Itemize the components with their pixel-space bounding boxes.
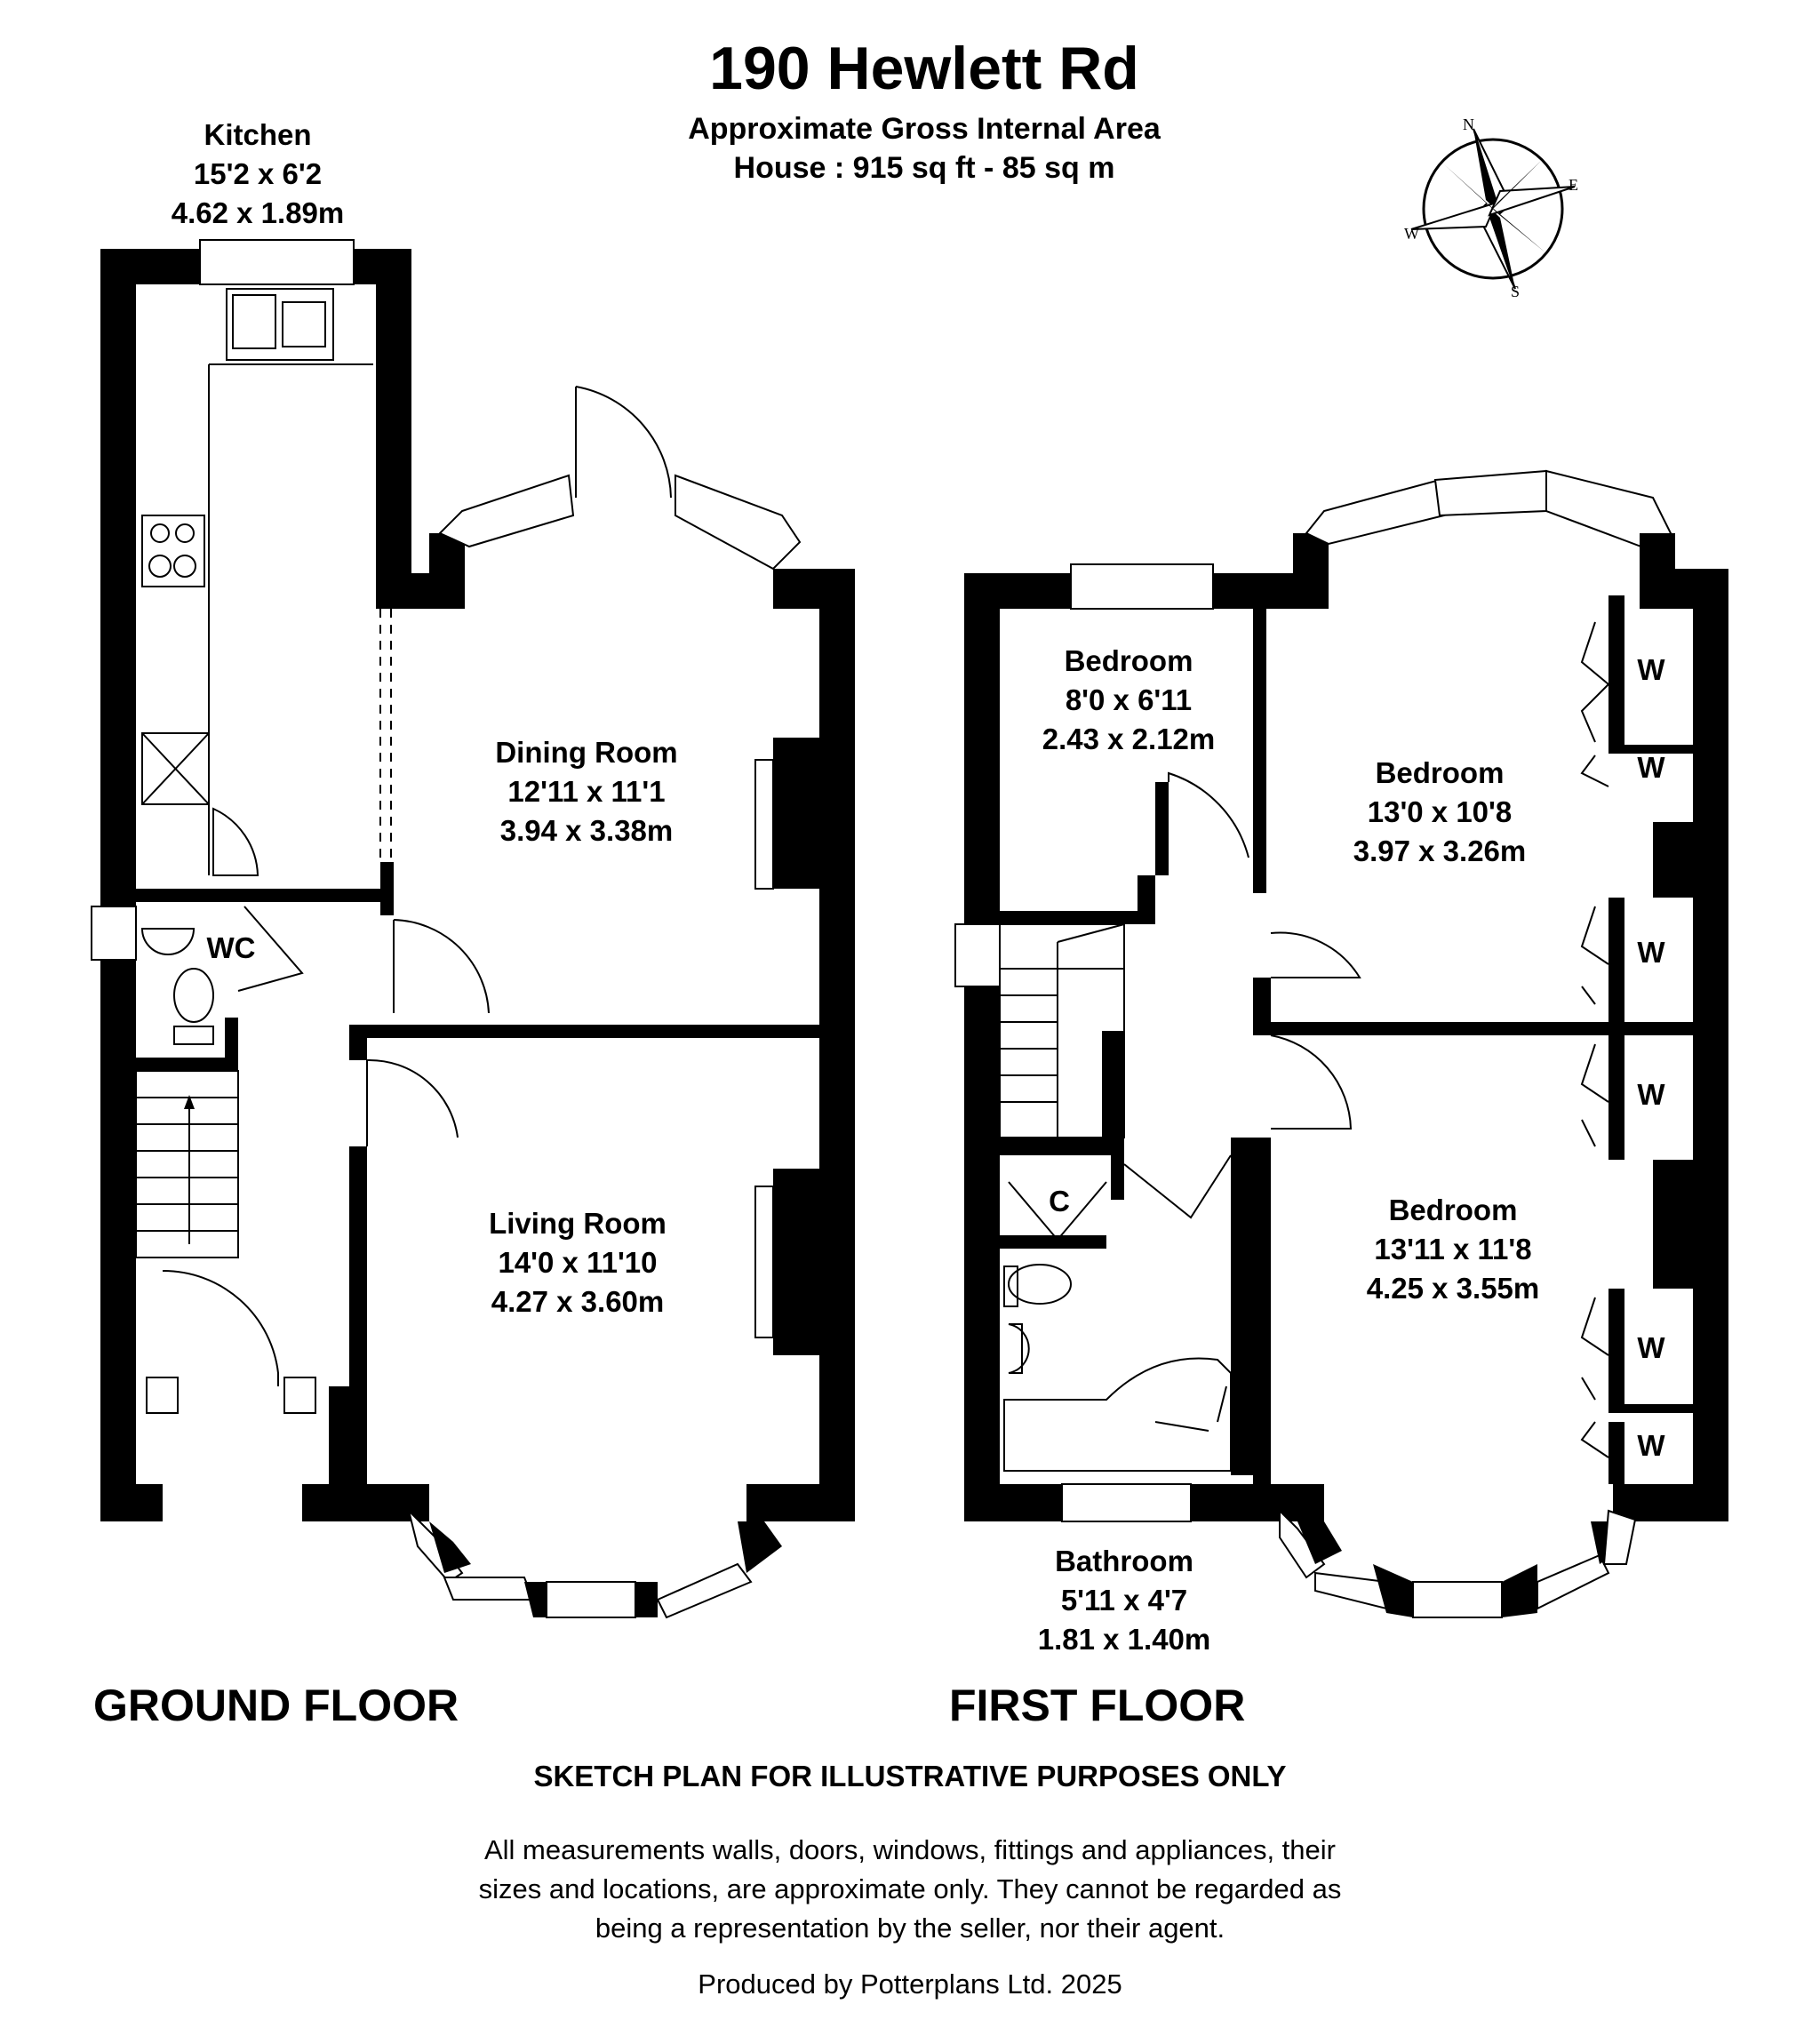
dining-name: Dining Room: [495, 736, 678, 769]
disclaimer-text: All measurements walls, doors, windows, …: [0, 1831, 1820, 1948]
dining-label: Dining Room 12'11 x 11'1 3.94 x 3.38m: [462, 733, 711, 850]
bedroom-front-label: Bedroom 13'11 x 11'8 4.25 x 3.55m: [1329, 1191, 1577, 1308]
wardrobe-label: W: [1637, 1078, 1665, 1111]
wardrobe-label: W: [1637, 1331, 1665, 1364]
area-value: House : 915 sq ft - 85 sq m: [733, 151, 1115, 185]
wardrobe-label: W: [1637, 936, 1665, 969]
wardrobe-label: W: [1637, 653, 1665, 686]
wardrobe-label: W: [1637, 1429, 1665, 1462]
bathroom-metric: 1.81 x 1.40m: [1037, 1623, 1211, 1656]
living-name: Living Room: [489, 1207, 667, 1240]
wardrobe-label: W: [1637, 751, 1665, 784]
bedroom-small-imperial: 8'0 x 6'11: [1065, 683, 1193, 716]
kitchen-label: Kitchen 15'2 x 6'2 4.62 x 1.89m: [142, 116, 373, 233]
disclaimer-line-1: All measurements walls, doors, windows, …: [483, 1834, 1336, 1865]
bedroom-front-imperial: 13'11 x 11'8: [1374, 1233, 1532, 1266]
disclaimer-heading: SKETCH PLAN FOR ILLUSTRATIVE PURPOSES ON…: [533, 1760, 1287, 1792]
compass-s: S: [1511, 283, 1521, 300]
bedroom-small-metric: 2.43 x 2.12m: [1042, 723, 1216, 755]
bedroom-small-name: Bedroom: [1064, 644, 1193, 677]
bedroom-rear-imperial: 13'0 x 10'8: [1367, 795, 1513, 828]
bathroom-name: Bathroom: [1055, 1545, 1193, 1577]
bedroom-small-label: Bedroom 8'0 x 6'11 2.43 x 2.12m: [1013, 642, 1244, 759]
dining-metric: 3.94 x 3.38m: [499, 814, 674, 847]
living-label: Living Room 14'0 x 11'10 4.27 x 3.60m: [453, 1204, 702, 1321]
bathroom-imperial: 5'11 x 4'7: [1060, 1584, 1188, 1617]
bedroom-front-metric: 4.25 x 3.55m: [1366, 1272, 1540, 1305]
living-metric: 4.27 x 3.60m: [491, 1285, 665, 1318]
living-imperial: 14'0 x 11'10: [498, 1246, 658, 1279]
credit-text: Produced by Potterplans Ltd. 2025: [698, 1968, 1122, 2000]
dining-imperial: 12'11 x 11'1: [507, 775, 666, 808]
bedroom-rear-label: Bedroom 13'0 x 10'8 3.97 x 3.26m: [1315, 754, 1564, 871]
compass-w: W: [1404, 225, 1419, 243]
bedroom-rear-name: Bedroom: [1375, 756, 1505, 789]
compass-n: N: [1463, 116, 1474, 133]
disclaimer-line-2: sizes and locations, are approximate onl…: [478, 1873, 1342, 1904]
ground-floor-label: GROUND FLOOR: [93, 1681, 459, 1730]
ground-floor-plan: [91, 239, 855, 1619]
disclaimer-line-3: being a representation by the seller, no…: [595, 1912, 1225, 1944]
area-label: Approximate Gross Internal Area: [688, 112, 1161, 146]
wc-label: WC: [206, 931, 256, 964]
kitchen-imperial: 15'2 x 6'2: [193, 157, 323, 190]
page-title: 190 Hewlett Rd: [709, 35, 1139, 102]
kitchen-name: Kitchen: [204, 118, 312, 151]
kitchen-metric: 4.62 x 1.89m: [171, 196, 345, 229]
bedroom-rear-metric: 3.97 x 3.26m: [1353, 834, 1527, 867]
ground-stairs: [135, 1070, 239, 1258]
bedroom-front-name: Bedroom: [1388, 1194, 1518, 1226]
first-floor-plan: [954, 469, 1728, 1618]
cupboard-label: C: [1049, 1185, 1070, 1218]
first-stairs: [954, 923, 1125, 1138]
first-floor-label: FIRST FLOOR: [949, 1681, 1246, 1730]
compass-e: E: [1569, 176, 1578, 194]
bathroom-label: Bathroom 5'11 x 4'7 1.81 x 1.40m: [1004, 1542, 1244, 1659]
